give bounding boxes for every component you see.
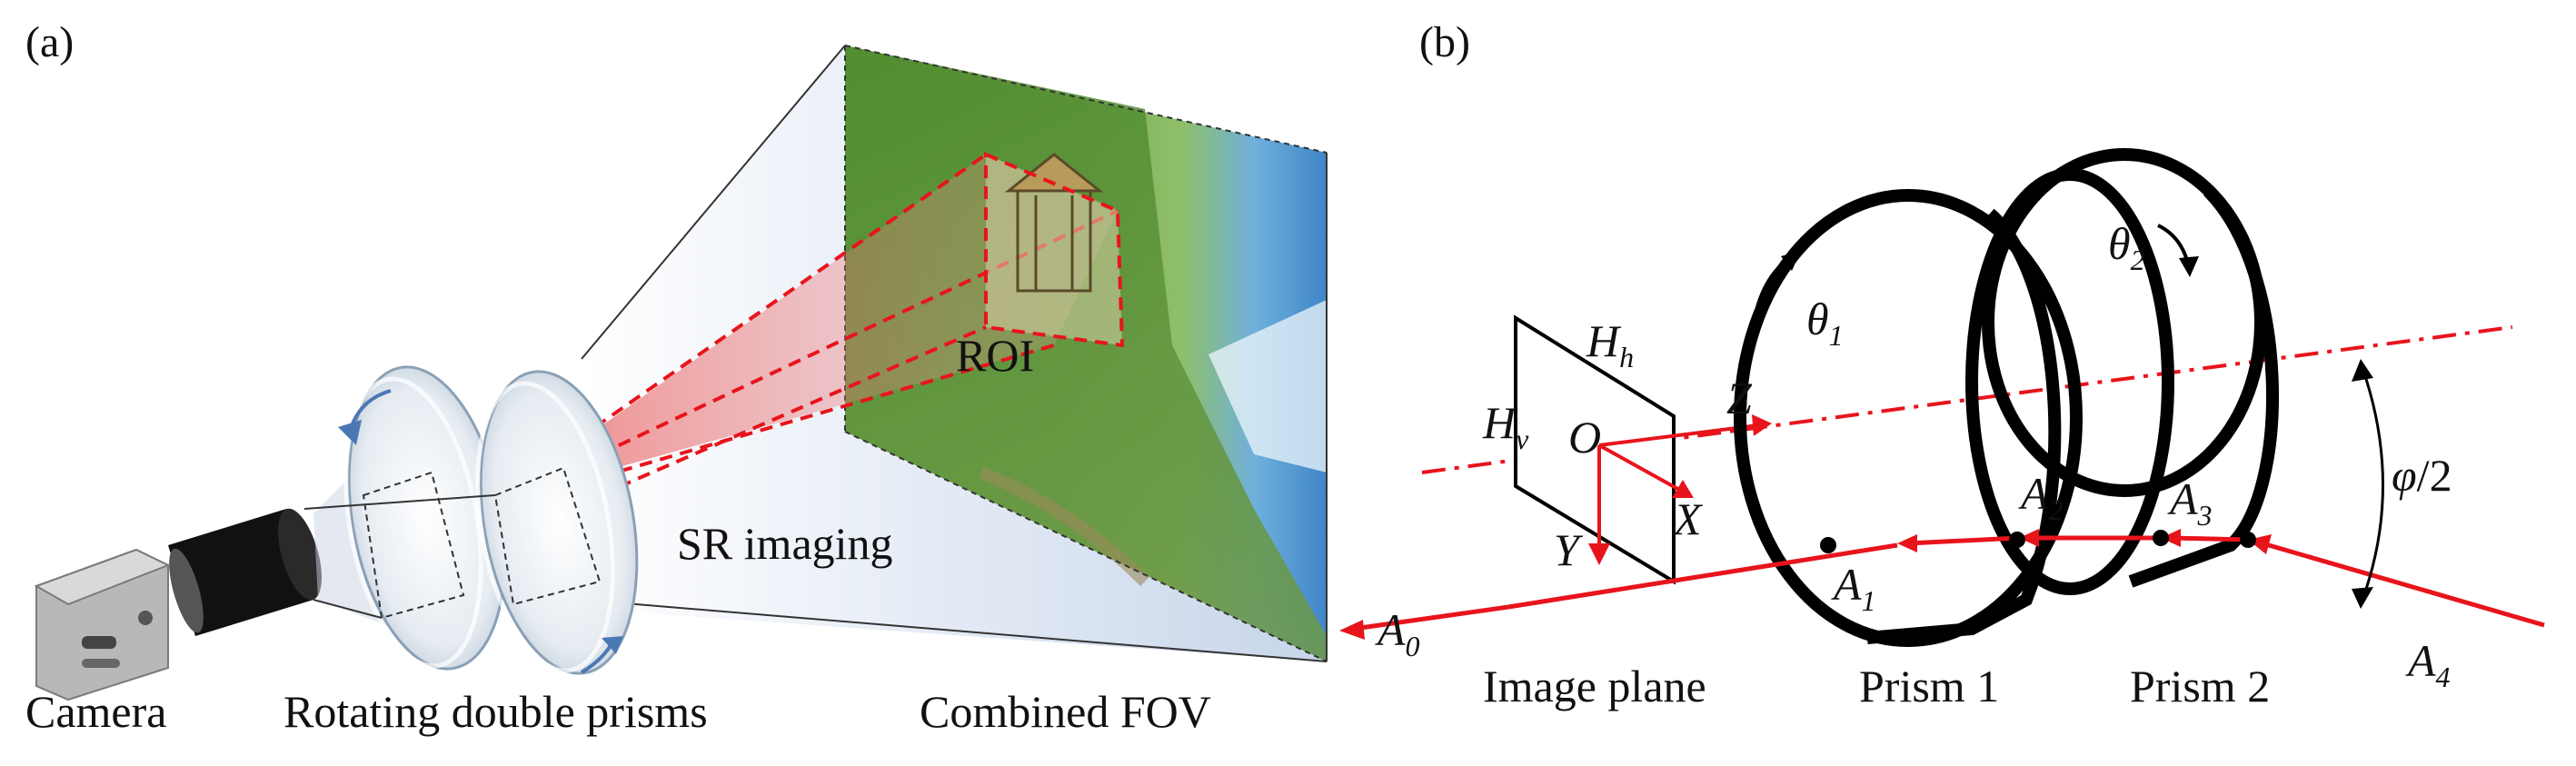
point-a4 bbox=[2240, 532, 2256, 548]
combined-fov-illustration: ROI bbox=[581, 45, 1328, 662]
prism1-label: Prism 1 bbox=[1859, 661, 1999, 711]
y-axis-label: Y bbox=[1554, 524, 1584, 575]
camera-illustration bbox=[34, 508, 322, 701]
prism-2 bbox=[1965, 148, 2279, 595]
ray-outgoing bbox=[1353, 604, 1509, 632]
z-axis-label: Z bbox=[1726, 373, 1753, 423]
image-plane-label: Image plane bbox=[1483, 661, 1706, 711]
x-axis bbox=[1598, 443, 1682, 492]
fov-edge-bottom bbox=[581, 599, 1328, 662]
prism-2-inner-face bbox=[1965, 168, 2174, 595]
theta1-label: θ1 bbox=[1806, 293, 1844, 352]
a4-label: A4 bbox=[2405, 635, 2451, 693]
point-a2 bbox=[2009, 532, 2025, 548]
ray-points bbox=[1820, 530, 2256, 553]
panel-b-tag: (b) bbox=[1419, 18, 1470, 66]
phi-angle-arc bbox=[2361, 367, 2384, 601]
fov-wedge bbox=[582, 45, 1327, 662]
a2-label: A2 bbox=[2018, 468, 2064, 526]
origin-label: O bbox=[1568, 412, 1601, 463]
coordinate-axes bbox=[1588, 414, 1772, 565]
hh-label: Hh bbox=[1586, 315, 1634, 373]
roi-box bbox=[984, 151, 1125, 348]
a3-label: A3 bbox=[2167, 473, 2213, 532]
combined-fov-label: Combined FOV bbox=[920, 686, 1211, 737]
camera-label: Camera bbox=[25, 686, 166, 737]
point-a1 bbox=[1820, 537, 1836, 553]
rotating-prisms-label: Rotating double prisms bbox=[283, 686, 708, 737]
panel-a-tag: (a) bbox=[25, 18, 74, 66]
roi-region bbox=[984, 151, 1125, 348]
z-axis bbox=[1598, 423, 1759, 447]
x-axis-label: X bbox=[1672, 493, 1704, 544]
sr-imaging-label: SR imaging bbox=[677, 518, 893, 569]
theta2-label: θ2 bbox=[2108, 218, 2145, 276]
prism-2-disc bbox=[479, 370, 639, 675]
phi-label: φ/2 bbox=[2392, 450, 2452, 501]
hv-label: Hv bbox=[1482, 397, 1529, 455]
pavilion-body bbox=[1016, 189, 1092, 293]
camera-lens bbox=[168, 509, 313, 636]
prism-2-back-face bbox=[2128, 186, 2279, 588]
fov-edge-top bbox=[581, 45, 846, 360]
ray-path bbox=[1339, 529, 2545, 640]
prism2-label: Prism 2 bbox=[2130, 661, 2270, 711]
a0-label: A0 bbox=[1375, 604, 1420, 662]
theta1-arrow bbox=[1750, 257, 1790, 335]
double-prisms bbox=[303, 365, 639, 675]
a1-label: A1 bbox=[1831, 559, 1876, 617]
optical-axis bbox=[1421, 325, 2513, 474]
sr-rays bbox=[593, 153, 1119, 497]
roi-label: ROI bbox=[956, 330, 1034, 381]
point-a3 bbox=[2153, 530, 2169, 546]
ray-incoming bbox=[2262, 541, 2545, 628]
